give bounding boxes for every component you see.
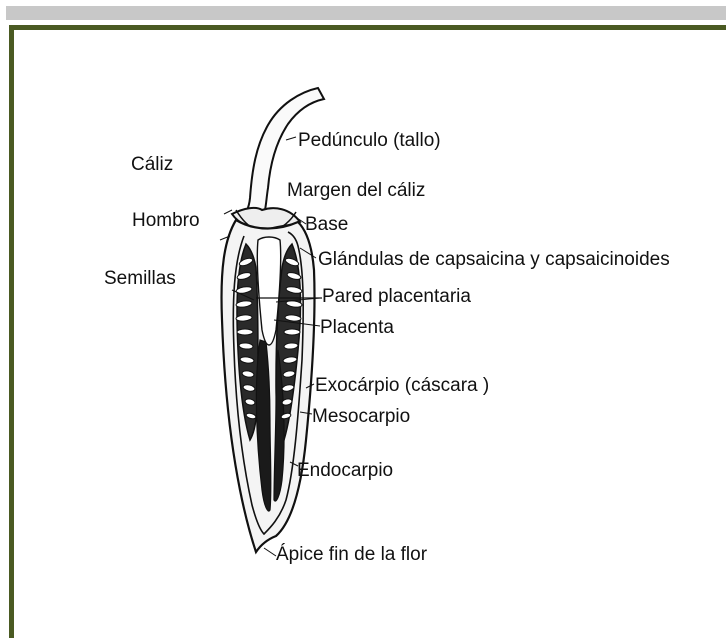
peduncle-stem <box>240 88 324 222</box>
label-exocarpio: Exocárpio (cáscara ) <box>315 375 489 396</box>
label-mesocarpio: Mesocarpio <box>312 406 410 427</box>
label-endocarpio: Endocarpio <box>297 460 393 481</box>
label-base: Base <box>305 214 348 235</box>
label-pared-placentaria: Pared placentaria <box>322 286 471 307</box>
label-placenta: Placenta <box>320 317 394 338</box>
label-glandulas: Glándulas de capsaicina y capsaicinoides <box>318 249 670 270</box>
label-semillas: Semillas <box>104 268 176 289</box>
label-margen-caliz: Margen del cáliz <box>287 180 425 201</box>
label-pedunculo: Pedúnculo (tallo) <box>298 130 441 151</box>
label-hombro: Hombro <box>132 210 200 231</box>
label-apice: Ápice fin de la flor <box>276 544 428 565</box>
label-caliz: Cáliz <box>131 154 173 175</box>
